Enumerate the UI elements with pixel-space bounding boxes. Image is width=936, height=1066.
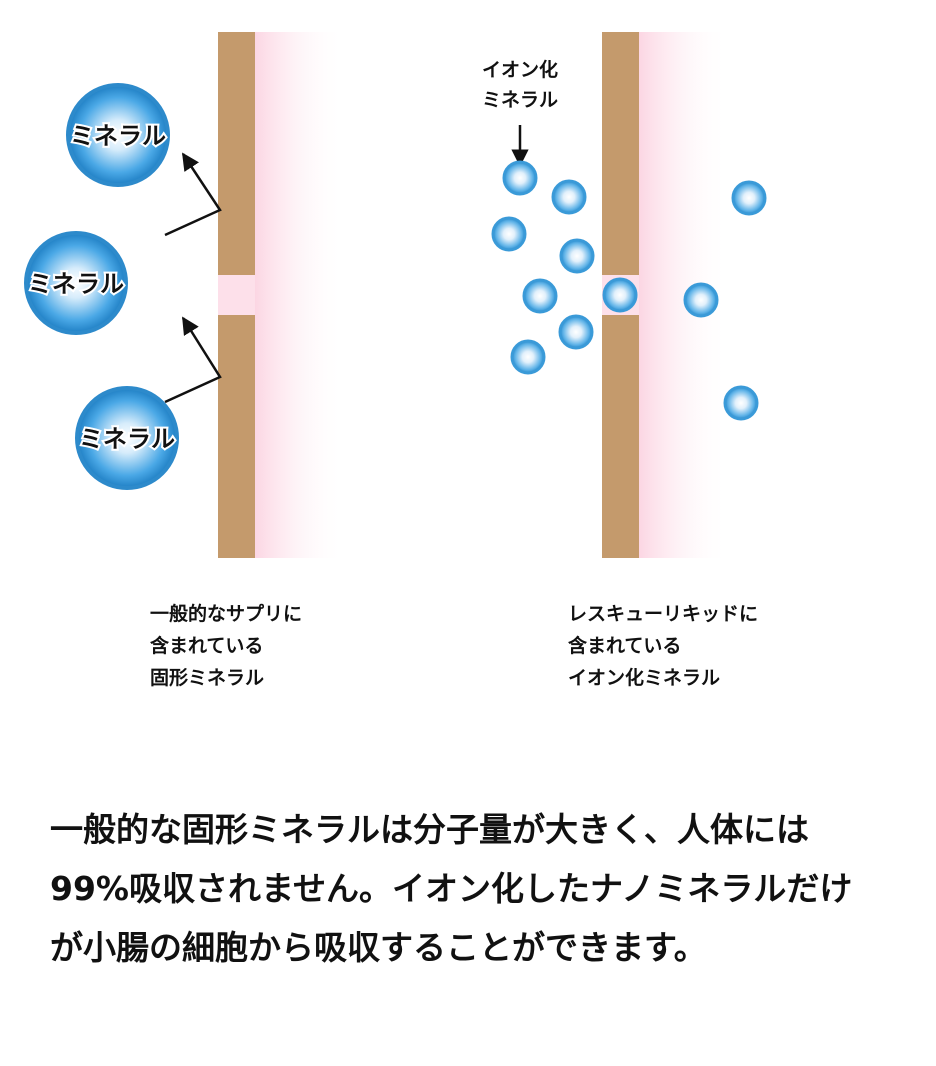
right-caption-line2: 含まれている [568, 635, 682, 657]
ion-particle [683, 282, 719, 318]
explanation-text: 一般的な固形ミネラルは分子量が大きく、人体には 99%吸収されません。イオン化し… [50, 800, 910, 977]
right-membrane-upper [602, 32, 639, 275]
right-caption-line1: レスキューリキッドに [568, 603, 759, 625]
ion-label-line1: イオン化 [482, 58, 558, 81]
left-caption-line1: 一般的なサプリに [150, 603, 303, 625]
ion-particle [731, 180, 767, 216]
left-membrane-lower [218, 315, 255, 558]
ion-particle [510, 339, 546, 375]
left-caption: 一般的なサプリに 含まれている 固形ミネラル [150, 598, 302, 694]
explanation-line2: 99%吸収されません。イオン化したナノミネラルだけ [50, 869, 853, 908]
ion-particle [502, 160, 538, 196]
ion-particle [551, 179, 587, 215]
large-mineral-top: ミネラル [66, 83, 170, 187]
bounce-arrow-upper [164, 152, 222, 237]
explanation-line3: が小腸の細胞から吸収することができます。 [50, 928, 707, 967]
left-membrane-upper [218, 32, 255, 275]
large-mineral-label: ミネラル [70, 123, 166, 150]
ion-particle [558, 314, 594, 350]
ion-particle [723, 385, 759, 421]
ion-label-line2: ミネラル [482, 89, 558, 111]
large-mineral-bottom: ミネラル [75, 386, 179, 490]
absorption-diagram: ミネラル ミネラル ミネラル イオン化 ミネラル [24, 32, 767, 558]
large-mineral-label: ミネラル [79, 426, 175, 453]
right-caption: レスキューリキッドに 含まれている イオン化ミネラル [568, 598, 758, 694]
left-membrane-gap [218, 275, 255, 315]
ion-particle [491, 216, 527, 252]
bounce-arrow-lower [164, 316, 222, 404]
explanation-line1: 一般的な固形ミネラルは分子量が大きく、人体には [50, 810, 809, 849]
ion-particle [602, 277, 638, 313]
right-panel: イオン化 ミネラル [482, 32, 767, 558]
ion-particle [522, 278, 558, 314]
left-caption-line3: 固形ミネラル [150, 667, 265, 689]
left-caption-line2: 含まれている [150, 635, 264, 657]
right-membrane-lower [602, 315, 639, 558]
left-cell-interior [255, 32, 345, 558]
right-caption-line3: イオン化ミネラル [568, 667, 721, 689]
ion-particles [491, 160, 767, 421]
ion-particle [559, 238, 595, 274]
large-mineral-label: ミネラル [28, 271, 124, 298]
large-mineral-middle: ミネラル [24, 231, 128, 335]
left-panel: ミネラル ミネラル ミネラル [24, 32, 345, 558]
